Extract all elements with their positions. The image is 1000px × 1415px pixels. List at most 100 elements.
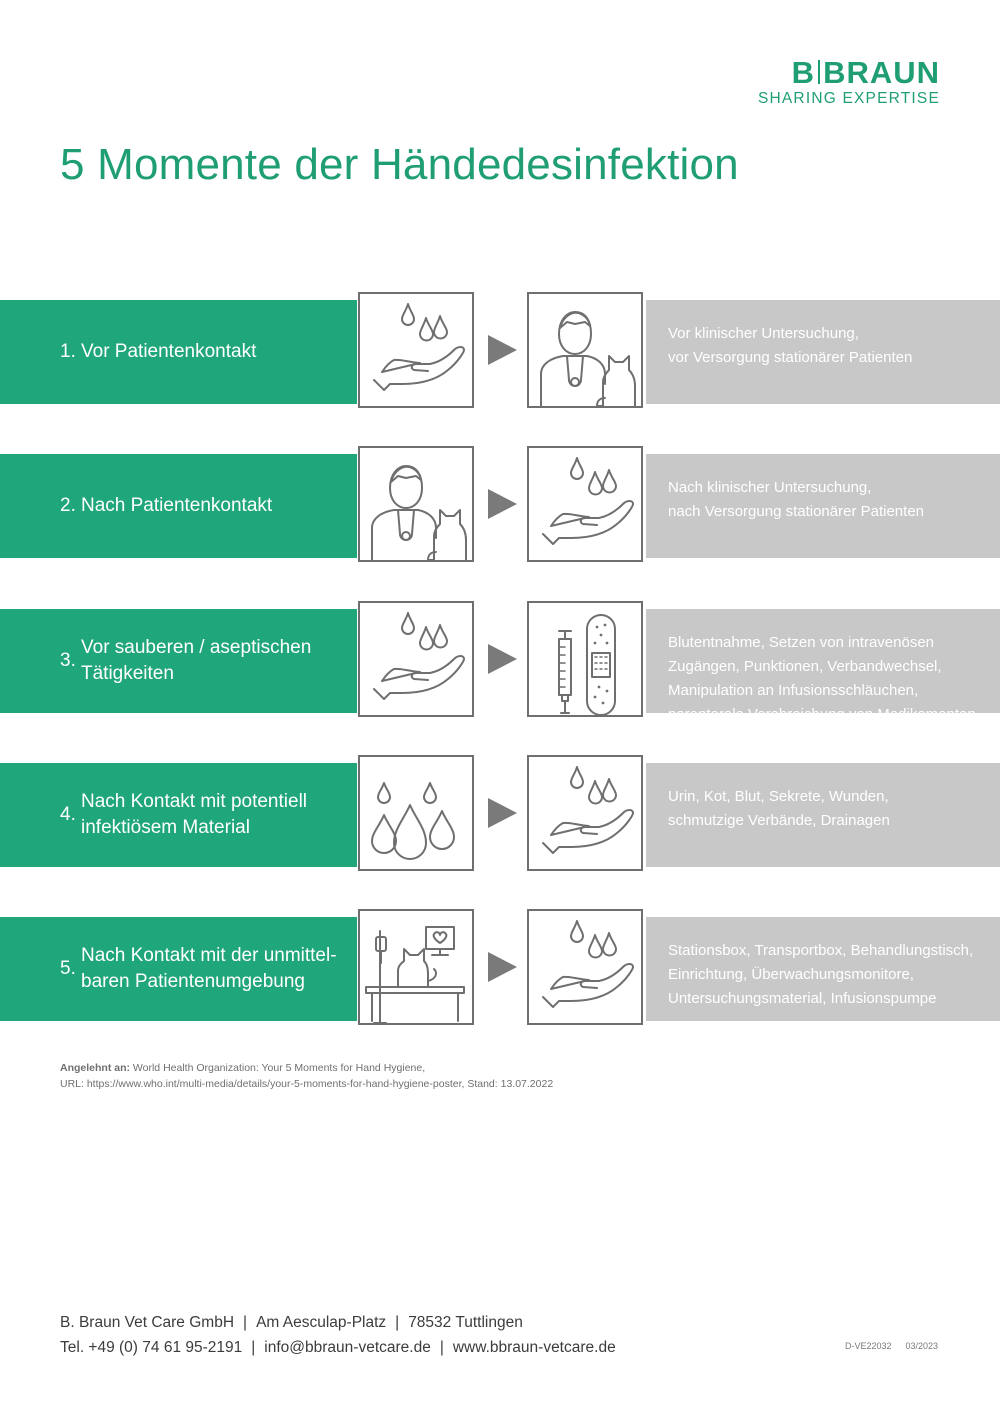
moment-description-line: Einrichtung, Überwachungsmonitore, [668, 966, 914, 983]
moment-number: 4. [60, 804, 76, 825]
moment-label-panel: 1.Vor Patientenkontakt [0, 300, 357, 404]
moment-description-line: Untersuchungsmaterial, Infusionspumpe [668, 990, 937, 1007]
logo-separator [818, 60, 821, 84]
moment-label: 1.Vor Patientenkontakt [60, 300, 256, 404]
moment-label: 4.Nach Kontakt mit potentiell infektiösem… [60, 763, 307, 867]
moment-label-panel: 5.Nach Kontakt mit der unmittel-baren Pa… [0, 917, 357, 1021]
play-arrow-icon [488, 335, 517, 365]
footer-separator: | [395, 1314, 400, 1331]
moment-row: 5.Nach Kontakt mit der unmittel-baren Pa… [0, 909, 1000, 1049]
page-title: 5 Momente der Händedesinfektion [60, 140, 739, 189]
moment-row: 4.Nach Kontakt mit potentiell infektiösem… [0, 755, 1000, 895]
moment-description-line: parenterale Verabreichung von Medikament… [668, 706, 976, 723]
moment-description-panel: Vor klinischer Untersuchung, vor Versorgu… [646, 300, 1000, 404]
moment-description-panel: Stationsbox, Transportbox, Behandlungsti… [646, 917, 1000, 1021]
icon-box [358, 601, 474, 717]
play-arrow-icon [488, 489, 517, 519]
moment-label-panel: 2.Nach Patientenkontakt [0, 454, 357, 558]
moment-label-line: Tätigkeiten [81, 663, 174, 684]
footer-company: B. Braun Vet Care GmbH [60, 1314, 235, 1331]
vet-with-cat-icon [540, 311, 636, 406]
moment-label: 5.Nach Kontakt mit der unmittel-baren Pa… [60, 917, 337, 1021]
moment-description-line: Manipulation an Infusionsschläuchen, [668, 682, 919, 699]
moment-description-line: schmutzige Verbände, Drainagen [668, 812, 890, 829]
icon-box [527, 755, 643, 871]
moment-label-line: Vor Patientenkontakt [81, 341, 257, 362]
moment-description: Urin, Kot, Blut, Sekrete, Wunden, schmutz… [668, 785, 994, 833]
moment-description-line: Urin, Kot, Blut, Sekrete, Wunden, [668, 788, 889, 805]
moment-row: 1.Vor Patientenkontakt Vor klinischer Unt… [0, 292, 1000, 432]
logo-tagline: SHARING EXPERTISE [757, 90, 940, 107]
moment-description-line: Zugängen, Punktionen, Verbandwechsel, [668, 658, 942, 675]
hand-drops-icon [373, 303, 465, 391]
footer-contact-line: Tel. +49 (0) 74 61 95-2191 | info@bbraun-v… [60, 1335, 616, 1360]
footer-separator: | [243, 1314, 248, 1331]
moment-description: Nach klinischer Untersuchung, nach Versor… [668, 476, 994, 524]
play-arrow-icon [488, 798, 517, 828]
moment-label-line: infektiösem Material [81, 817, 250, 838]
play-arrow-icon [488, 952, 517, 982]
hand-drops-icon [542, 766, 634, 854]
moment-number: 2. [60, 495, 76, 516]
moment-label: 2.Nach Patientenkontakt [60, 454, 272, 558]
moment-label-line: Vor sauberen / aseptischen [81, 637, 312, 658]
moment-description-panel: Urin, Kot, Blut, Sekrete, Wunden, schmutz… [646, 763, 1000, 867]
doc-code: D-VE22032 [845, 1341, 892, 1351]
moment-label-lines: Vor Patientenkontakt [81, 339, 256, 365]
fluid-drops-icon [371, 782, 455, 860]
document-number: D-VE22032 03/2023 [845, 1341, 952, 1351]
source-note: Angelehnt an: World Health Organization:… [60, 1060, 553, 1092]
moment-description-line: Blutentnahme, Setzen von intravenösen [668, 634, 935, 651]
moment-number: 1. [60, 341, 76, 362]
moment-row: 2.Nach Patientenkontakt Nach klinischer U… [0, 446, 1000, 586]
moment-description: Vor klinischer Untersuchung, vor Versorgu… [668, 322, 994, 370]
footer-contact: B. Braun Vet Care GmbH|Am Aesculap-Platz… [60, 1310, 616, 1360]
moment-number: 3. [60, 650, 76, 671]
moment-description-line: Vor klinischer Untersuchung, [668, 325, 859, 342]
moment-description-panel: Nach klinischer Untersuchung, nach Versor… [646, 454, 1000, 558]
footer-street: Am Aesculap-Platz [256, 1314, 387, 1331]
source-line-1: World Health Organization: Your 5 Moment… [132, 1062, 426, 1074]
play-arrow-icon [488, 644, 517, 674]
source-line-2: URL: https://www.who.int/multi-media/det… [60, 1078, 554, 1090]
footer-website[interactable]: www.bbraun-vetcare.de [452, 1339, 616, 1356]
icon-box [527, 601, 643, 717]
footer-city: 78532 Tuttlingen [408, 1314, 523, 1331]
footer-email[interactable]: info@bbraun-vetcare.de [264, 1339, 431, 1356]
moment-label-line: Nach Patientenkontakt [81, 495, 273, 516]
logo-word-braun: BRAUN [823, 55, 940, 90]
icon-box [527, 909, 643, 1025]
icon-box [358, 909, 474, 1025]
doc-date: 03/2023 [905, 1341, 939, 1351]
moment-label-line: Nach Kontakt mit der unmittel- [81, 945, 337, 966]
hand-drops-icon [542, 920, 634, 1008]
logo-letter-b: B [791, 55, 816, 90]
moment-description-line: nach Versorgung stationärer Patienten [668, 503, 925, 520]
footer-phone: Tel. +49 (0) 74 61 95-2191 [60, 1339, 243, 1356]
hand-drops-icon [373, 612, 465, 700]
footer-separator: | [251, 1339, 256, 1356]
moment-number: 5. [60, 958, 76, 979]
moment-description-line: vor Versorgung stationärer Patienten [668, 349, 913, 366]
moment-description: Stationsbox, Transportbox, Behandlungsti… [668, 939, 994, 1011]
moment-description-line: Nach klinischer Untersuchung, [668, 479, 872, 496]
syringe-bandage-icon [558, 614, 616, 715]
icon-box [527, 446, 643, 562]
moment-label-line: Nach Kontakt mit potentiell [81, 791, 308, 812]
vet-with-cat-icon [371, 465, 467, 560]
moment-label-lines: Nach Patientenkontakt [81, 493, 272, 519]
icon-box [358, 755, 474, 871]
source-prefix: Angelehnt an: [60, 1062, 130, 1074]
moment-description-line: Stationsbox, Transportbox, Behandlungsti… [668, 942, 974, 959]
moment-label-lines: Nach Kontakt mit der unmittel-baren Pati… [81, 943, 337, 995]
icon-box [358, 446, 474, 562]
patient-environment-icon [365, 926, 465, 1023]
